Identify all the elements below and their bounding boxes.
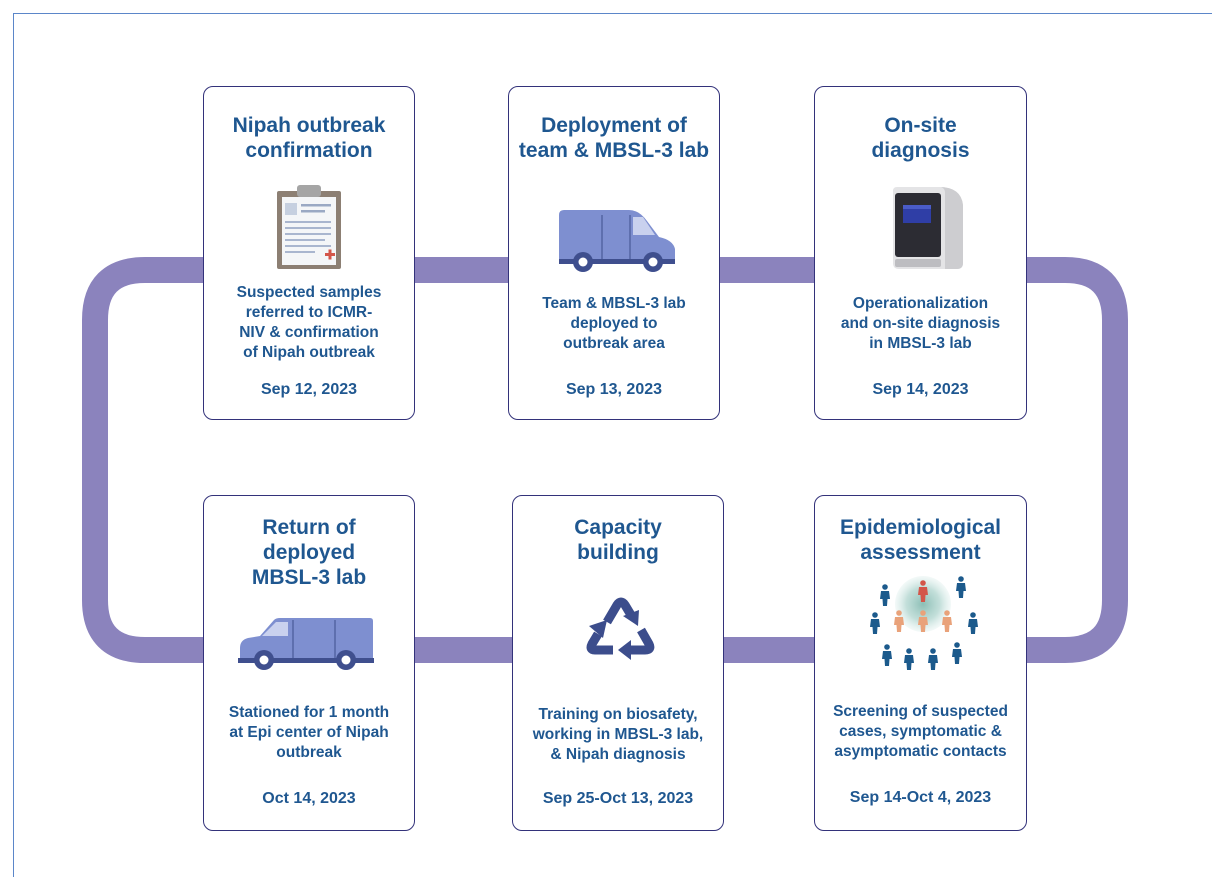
step-card-onsite-diagnosis: On-site diagnosis Operationalization and… bbox=[814, 86, 1027, 420]
desc-line: cases, symptomatic & bbox=[839, 723, 1002, 740]
person-icon bbox=[956, 576, 966, 598]
desc-line: Team & MBSL-3 lab bbox=[542, 295, 686, 312]
recycle-icon bbox=[586, 597, 655, 660]
step-date: Sep 13, 2023 bbox=[565, 381, 663, 398]
figure-frame bbox=[13, 13, 1212, 877]
step-description: Training on biosafety, working in MBSL-3… bbox=[519, 705, 717, 765]
person-icon bbox=[942, 610, 952, 632]
step-title: Nipah outbreak confirmation bbox=[210, 113, 408, 163]
title-line: assessment bbox=[860, 541, 981, 564]
step-title: Return of deployed MBSL-3 lab bbox=[210, 515, 408, 590]
step-description: Team & MBSL-3 lab deployed to outbreak a… bbox=[515, 294, 713, 354]
step-date: Sep 14-Oct 4, 2023 bbox=[849, 789, 992, 806]
people-group bbox=[870, 576, 978, 670]
desc-line: Stationed for 1 month bbox=[228, 704, 390, 721]
desc-line: Operationalization bbox=[852, 295, 989, 312]
person-icon bbox=[968, 612, 978, 634]
person-icon bbox=[918, 610, 928, 632]
title-line: Capacity bbox=[574, 516, 662, 539]
desc-line: in MBSL-3 lab bbox=[869, 335, 972, 352]
clipboard-icon bbox=[277, 185, 341, 269]
step-card-epidemiological-assessment: Epidemiological assessment Screening of … bbox=[814, 495, 1027, 831]
step-title: Epidemiological assessment bbox=[821, 515, 1020, 565]
desc-line: Training on biosafety, bbox=[538, 706, 698, 723]
step-title: On-site diagnosis bbox=[821, 113, 1020, 163]
desc-line: and on-site diagnosis bbox=[840, 315, 1001, 332]
step-description: Screening of suspected cases, symptomati… bbox=[821, 702, 1020, 762]
step-description: Suspected samples referred to ICMR- NIV … bbox=[210, 283, 408, 363]
title-line: Epidemiological bbox=[839, 516, 1002, 539]
desc-line: outbreak bbox=[276, 744, 342, 761]
title-line: confirmation bbox=[245, 139, 373, 162]
loop-track bbox=[82, 257, 1128, 663]
person-icon bbox=[952, 642, 962, 664]
desc-line: NIV & confirmation bbox=[239, 324, 379, 341]
step-date: Oct 14, 2023 bbox=[262, 790, 356, 807]
title-line: Nipah outbreak bbox=[232, 114, 386, 137]
step-description: Stationed for 1 month at Epi center of N… bbox=[210, 703, 408, 763]
step-card-return-lab: Return of deployed MBSL-3 lab Stationed … bbox=[203, 495, 415, 831]
title-line: Return of bbox=[262, 516, 356, 539]
title-line: building bbox=[577, 541, 659, 564]
step-card-deployment: Deployment of team & MBSL-3 lab Team & M… bbox=[508, 86, 720, 420]
title-line: deployed bbox=[262, 541, 356, 564]
step-title: Capacity building bbox=[519, 515, 717, 565]
person-icon bbox=[870, 612, 880, 634]
person-icon bbox=[882, 644, 892, 666]
desc-line: deployed to bbox=[570, 315, 658, 332]
person-icon bbox=[904, 648, 914, 670]
pcr-machine-icon bbox=[893, 187, 963, 269]
title-line: team & MBSL-3 lab bbox=[518, 139, 710, 162]
desc-line: outbreak area bbox=[563, 335, 665, 352]
person-icon bbox=[894, 610, 904, 632]
desc-line: Screening of suspected bbox=[833, 703, 1008, 720]
title-line: Deployment of bbox=[541, 114, 687, 137]
step-description: Operationalization and on-site diagnosis… bbox=[821, 294, 1020, 354]
person-icon bbox=[918, 580, 928, 602]
person-icon bbox=[928, 648, 938, 670]
desc-line: referred to ICMR- bbox=[245, 304, 373, 321]
title-line: diagnosis bbox=[871, 139, 970, 162]
step-date: Sep 14, 2023 bbox=[872, 381, 969, 398]
van-icon bbox=[559, 210, 675, 272]
title-line: On-site bbox=[884, 114, 957, 137]
step-card-capacity-building: Capacity building Training on biosafety,… bbox=[512, 495, 724, 831]
person-icon bbox=[880, 584, 890, 606]
step-card-outbreak-confirmation: Nipah outbreak confirmation Suspected sa… bbox=[203, 86, 415, 420]
step-title: Deployment of team & MBSL-3 lab bbox=[515, 113, 713, 163]
desc-line: Suspected samples bbox=[236, 284, 382, 301]
desc-line: at Epi center of Nipah bbox=[229, 724, 389, 741]
desc-line: asymptomatic contacts bbox=[834, 743, 1007, 760]
step-date: Sep 12, 2023 bbox=[260, 381, 358, 398]
title-line: MBSL-3 lab bbox=[251, 566, 367, 589]
desc-line: of Nipah outbreak bbox=[243, 344, 375, 361]
desc-line: & Nipah diagnosis bbox=[550, 746, 686, 763]
step-date: Sep 25-Oct 13, 2023 bbox=[542, 790, 694, 807]
van-icon bbox=[238, 618, 374, 670]
desc-line: working in MBSL-3 lab, bbox=[532, 726, 704, 743]
contact-network-icon bbox=[870, 576, 978, 670]
